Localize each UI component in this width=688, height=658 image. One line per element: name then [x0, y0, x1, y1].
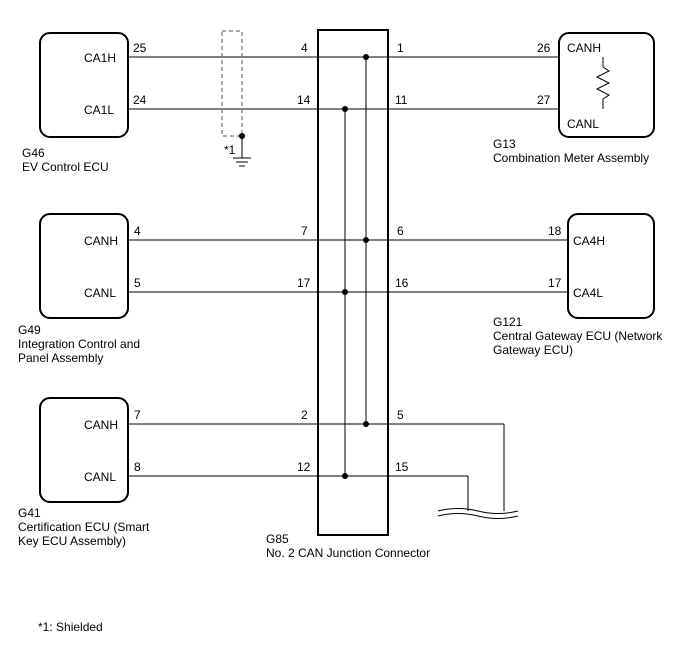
junction-code: G85 — [266, 532, 289, 546]
g121-pin-low-number: 17 — [548, 276, 562, 290]
junction-dot — [342, 473, 348, 479]
g41-pin-low-number: 8 — [134, 460, 141, 474]
g41-pin-low-label: CANL — [84, 470, 116, 484]
junction-dot — [342, 289, 348, 295]
junction-right-pin: 16 — [395, 276, 409, 290]
g121-pin-high-label: CA4H — [573, 234, 605, 248]
junction-dot — [363, 237, 369, 243]
junction-dot — [363, 54, 369, 60]
g121-pin-high-number: 18 — [548, 224, 562, 238]
junction-left-pin: 14 — [297, 93, 311, 107]
g46-pin-high-label: CA1H — [84, 51, 116, 65]
g49-pin-low-number: 5 — [134, 276, 141, 290]
resistor-icon — [595, 66, 611, 100]
ecu-g49-box — [39, 213, 129, 319]
junction-left-pin: 2 — [301, 408, 308, 422]
ecu-g46-box — [39, 32, 129, 138]
ecu-g41-box — [39, 397, 129, 503]
junction-right-pin: 6 — [397, 224, 404, 238]
g121-name-line2: Gateway ECU) — [493, 343, 573, 357]
ecu-g121-box — [567, 213, 655, 319]
junction-connector-box — [317, 29, 389, 536]
junction-right-pin: 5 — [397, 408, 404, 422]
g41-name-line1: Certification ECU (Smart — [18, 520, 150, 534]
ecu-g13-box — [558, 32, 655, 138]
g46-pin-low-number: 24 — [133, 93, 147, 107]
g49-pin-high-label: CANH — [84, 234, 118, 248]
shield-dot — [239, 133, 245, 139]
g41-pin-high-number: 7 — [134, 408, 141, 422]
g49-code: G49 — [18, 323, 41, 337]
junction-right-pin: 1 — [397, 41, 404, 55]
junction-left-pin: 7 — [301, 224, 308, 238]
junction-right-pin: 11 — [395, 93, 408, 107]
g49-name-line1: Integration Control and — [18, 337, 140, 351]
cut-mark-top — [437, 508, 519, 514]
g13-pin-high-label: CANH — [567, 41, 601, 55]
junction-dot — [342, 106, 348, 112]
junction-right-pin: 15 — [395, 460, 409, 474]
junction-left-pin: 4 — [301, 41, 308, 55]
g46-code: G46 — [22, 146, 45, 160]
g41-pin-high-label: CANH — [84, 418, 118, 432]
shield-outline — [221, 30, 243, 137]
junction-left-pin: 12 — [297, 460, 311, 474]
g49-pin-high-number: 4 — [134, 224, 141, 238]
g13-pin-low-label: CANL — [567, 117, 599, 131]
junction-name: No. 2 CAN Junction Connector — [266, 546, 430, 560]
footnote: *1: Shielded — [38, 620, 103, 634]
g41-name-line2: Key ECU Assembly) — [18, 534, 126, 548]
g121-name-line1: Central Gateway ECU (Network — [493, 329, 663, 343]
junction-left-pin: 17 — [297, 276, 311, 290]
g46-name: EV Control ECU — [22, 160, 109, 174]
junction-dot — [363, 421, 369, 427]
g13-pin-low-number: 27 — [537, 93, 551, 107]
g13-code: G13 — [493, 137, 516, 151]
g49-pin-low-label: CANL — [84, 286, 116, 300]
shield-marker: *1 — [224, 143, 236, 157]
g49-name-line2: Panel Assembly — [18, 351, 103, 365]
g41-code: G41 — [18, 506, 41, 520]
g13-pin-high-number: 26 — [537, 41, 551, 55]
cut-mark-bottom — [437, 513, 519, 519]
g46-pin-high-number: 25 — [133, 41, 147, 55]
g121-code: G121 — [493, 315, 523, 329]
g46-pin-low-label: CA1L — [84, 103, 114, 117]
g121-pin-low-label: CA4L — [573, 286, 603, 300]
g13-name: Combination Meter Assembly — [493, 151, 649, 165]
